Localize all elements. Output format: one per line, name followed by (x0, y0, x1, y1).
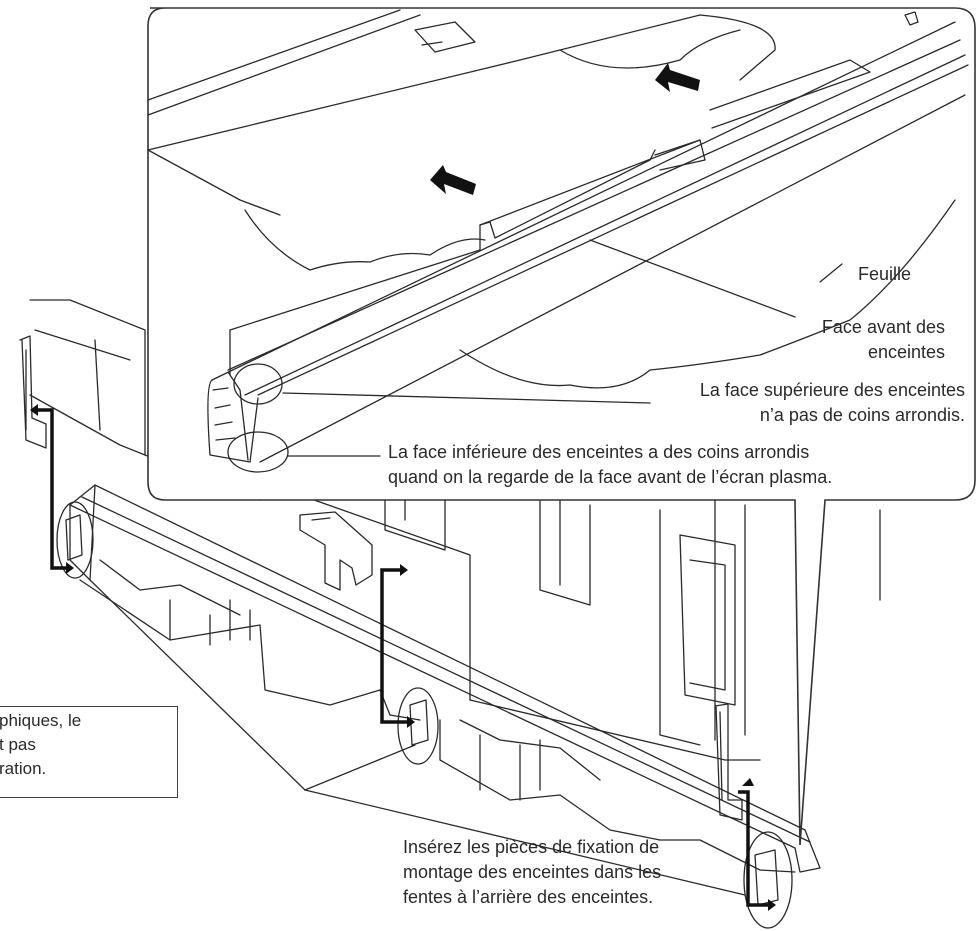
sheet-leader-line (819, 263, 843, 283)
note-line-3: ration. (0, 759, 47, 778)
note-box-fragment: phiques, le t pas ration. (0, 706, 178, 798)
front-face-label-line-2: enceintes (867, 342, 945, 362)
top-face-label: La face supérieure des enceintes n’a pas… (645, 378, 965, 428)
leader-line-slot-right (304, 789, 746, 896)
top-face-label-line-2: n’a pas de coins arrondis. (759, 405, 965, 425)
sheet-edge (244, 209, 486, 271)
note-line-2: t pas (0, 735, 36, 754)
top-corner-ellipse (233, 363, 283, 405)
front-face-leader-line (589, 239, 796, 318)
insert-instruction-line-3: fentes à l’arrière des enceintes. (403, 887, 654, 907)
sliding-arrows (430, 63, 700, 195)
bottom-face-label: La face inférieure des enceintes a des c… (388, 440, 832, 490)
note-line-1: phiques, le (0, 711, 82, 730)
insertion-arrows (38, 408, 768, 907)
mounting-bracket-left (19, 335, 47, 449)
front-face-label-line-1: Face avant des (821, 317, 945, 337)
bottom-face-label-line-2: quand on la regarde de la face avant de … (388, 467, 833, 487)
insert-instruction-label: Insérez les pièces de fixation de montag… (403, 835, 661, 910)
bottom-face-label-line-1: La face inférieure des enceintes a des c… (388, 442, 810, 462)
slot-ellipse-left (56, 501, 94, 579)
detail-callout (147, 7, 976, 846)
slot-ellipse-right (743, 831, 793, 929)
leader-line-slot-left (89, 579, 306, 791)
mounting-bracket-center (299, 511, 373, 591)
sheet-label: Feuille (858, 264, 912, 284)
top-face-label-line-1: La face supérieure des enceintes (699, 380, 965, 400)
bottom-corner-ellipse (227, 431, 289, 473)
insert-instruction-line-2: montage des enceintes dans les (403, 862, 662, 882)
top-face-leader-line (282, 392, 651, 404)
mounting-bracket-right (714, 703, 743, 821)
front-face-label: Face avant des enceintes (765, 315, 945, 365)
leader-line-slot-center (304, 744, 416, 791)
slot-ellipse-center (397, 687, 439, 765)
insert-instruction-line-1: Insérez les pièces de fixation de (403, 837, 660, 857)
